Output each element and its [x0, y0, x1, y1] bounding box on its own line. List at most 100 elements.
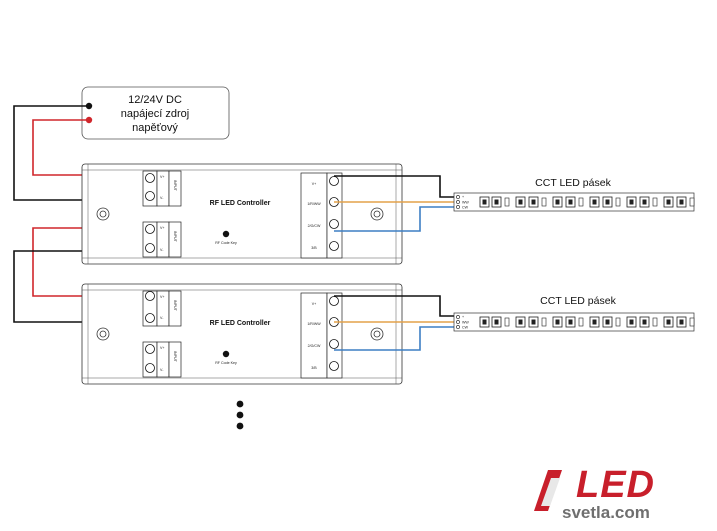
controller-1: V+ V- INPUT V+ V- INPUT RF LED Controlle… [81, 163, 403, 265]
strip-terminal-plus: + [462, 195, 464, 199]
output-terminal-vplus: V+ [312, 182, 317, 186]
strip-wires-2 [334, 295, 457, 351]
resistor [578, 197, 584, 207]
led-chip-core [482, 319, 487, 325]
led-chip-core [605, 199, 610, 205]
rf-code-key-label: RF Code Key [215, 361, 237, 365]
psu-label-line-3: napěťový [132, 122, 178, 134]
resistor [541, 317, 547, 327]
led-chip-core [679, 199, 684, 205]
input-terminal-vplus: V+ [160, 226, 165, 230]
led-chip-core [568, 199, 573, 205]
led-chip-core [629, 199, 634, 205]
resistor [541, 197, 547, 207]
strip-terminal-cw: CW [462, 206, 469, 210]
resistor [689, 317, 695, 327]
terminal-screw [145, 344, 155, 354]
terminal-screw [145, 191, 155, 201]
output-terminal-vplus: V+ [312, 302, 317, 306]
terminal-screw [329, 339, 339, 349]
input-terminal-vplus: V+ [160, 346, 165, 350]
led-strip-2: CCT LED pásek + WW CW [453, 295, 695, 332]
led-chip-core [482, 199, 487, 205]
led-chip-core [518, 199, 523, 205]
terminal-screw [329, 241, 339, 251]
terminal-screw [145, 243, 155, 253]
input-terminal-vplus: V+ [160, 295, 165, 299]
continuation-dots [236, 400, 244, 430]
led-chip-core [531, 319, 536, 325]
resistor [689, 197, 695, 207]
strip1-positive-wire [334, 175, 457, 198]
power-supply: 12/24V DC napájecí zdroj napěťový [81, 86, 230, 140]
output-terminal-1: 1/R/WW [307, 202, 321, 206]
led-chip-core [531, 199, 536, 205]
led-chip-core [679, 319, 684, 325]
controller-title: RF LED Controller [210, 200, 271, 207]
output-terminal-3: 3/B [311, 246, 317, 250]
led-chip-core [494, 199, 499, 205]
strip-terminal-cw: CW [462, 326, 469, 330]
led-chip-core [642, 199, 647, 205]
led-chip-core [555, 199, 560, 205]
psu-label-line-1: 12/24V DC [128, 94, 182, 106]
chain-negative-wire [13, 250, 148, 323]
terminal-screw [145, 224, 155, 234]
strip2-cw-wire [334, 326, 457, 351]
led-chip-core [592, 319, 597, 325]
led-chip-core [629, 319, 634, 325]
strip-terminal-ww: WW [462, 321, 469, 325]
terminal-screw [329, 176, 339, 186]
strip-terminal-ww: WW [462, 201, 469, 205]
resistor [652, 317, 658, 327]
output-terminal-2: 2/G/CW [308, 224, 321, 228]
output-terminal-3: 3/B [311, 366, 317, 370]
input-terminal-vminus: V- [160, 368, 164, 372]
led-chip-core [568, 319, 573, 325]
terminal-screw [329, 296, 339, 306]
input-label: INPUT [173, 351, 177, 363]
input-terminal-vminus: V- [160, 248, 164, 252]
resistor [504, 197, 510, 207]
strip-label: CCT LED pásek [535, 177, 611, 189]
led-strip-1: CCT LED pásek + WW CW [453, 177, 695, 212]
terminal-screw [145, 313, 155, 323]
output-terminal-1: 1/R/WW [307, 322, 321, 326]
terminal-screw [145, 291, 155, 301]
led-chip-core [555, 319, 560, 325]
rf-code-key-button [222, 350, 230, 358]
input-terminal-vplus: V+ [160, 175, 165, 179]
led-chip-core [592, 199, 597, 205]
controller-2: V+ V- INPUT V+ V- INPUT RF LED Controlle… [81, 283, 403, 385]
resistor [615, 317, 621, 327]
resistor [578, 317, 584, 327]
logo: LED svetla.com [528, 464, 714, 528]
led-chip-core [666, 199, 671, 205]
input-terminal-vminus: V- [160, 196, 164, 200]
logo-domain: svetla.com [562, 503, 650, 522]
led-chip-core [518, 319, 523, 325]
rf-code-key-label: RF Code Key [215, 241, 237, 245]
output-terminal-2: 2/G/CW [308, 344, 321, 348]
strip-terminal-plus: + [462, 315, 464, 319]
terminal-screw [145, 173, 155, 183]
strip-wires-1 [334, 175, 457, 232]
psu-label-line-2: napájecí zdroj [121, 108, 190, 120]
strip-label: CCT LED pásek [540, 295, 616, 307]
terminal-screw [329, 361, 339, 371]
led-chip-core [642, 319, 647, 325]
resistor [652, 197, 658, 207]
input-label: INPUT [173, 180, 177, 192]
strip2-positive-wire [334, 295, 457, 317]
strip1-cw-wire [334, 206, 457, 232]
rf-code-key-button [222, 230, 230, 238]
input-terminal-vminus: V- [160, 316, 164, 320]
terminal-screw [329, 219, 339, 229]
led-chip-core [666, 319, 671, 325]
logo-brand: LED [576, 464, 655, 506]
input-label: INPUT [173, 231, 177, 243]
psu-negative-wire [13, 105, 148, 201]
led-chip-core [605, 319, 610, 325]
resistor [615, 197, 621, 207]
